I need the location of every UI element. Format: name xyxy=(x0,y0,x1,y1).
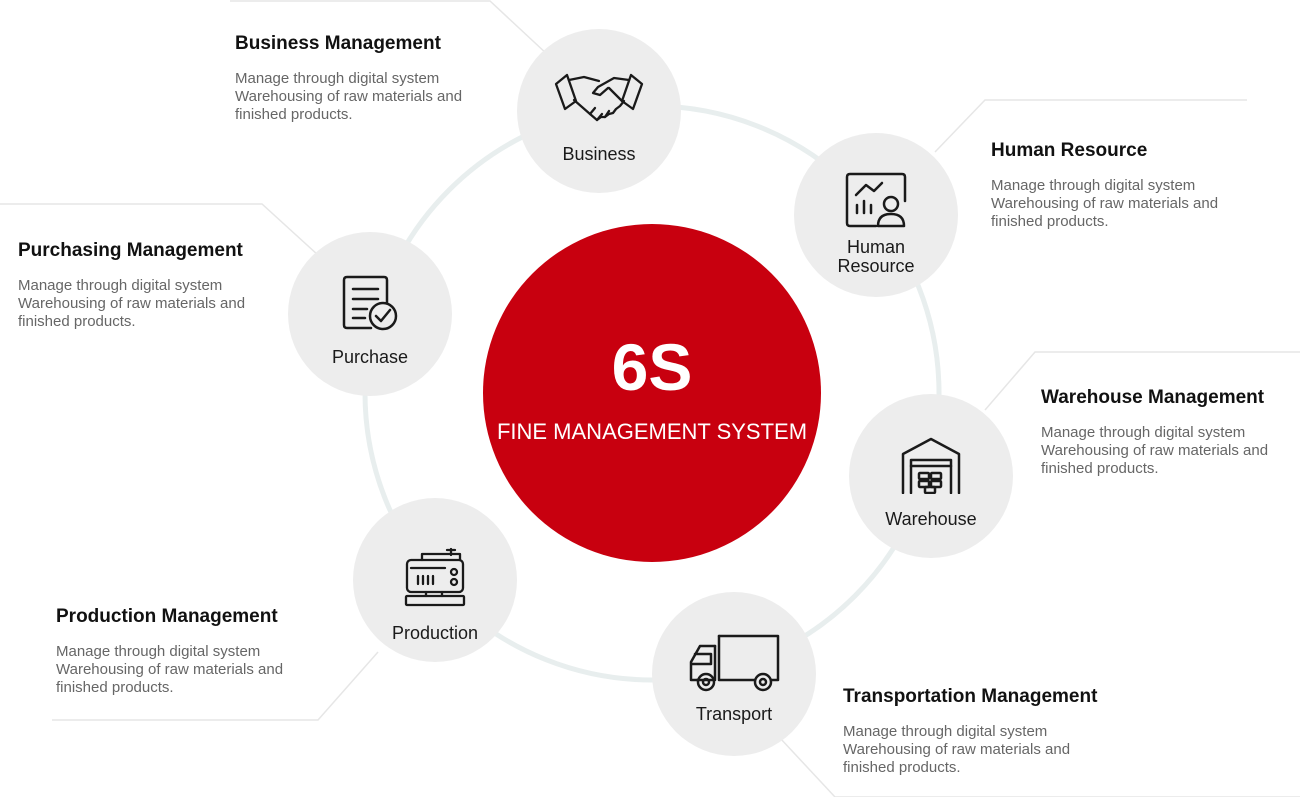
node-business[interactable]: Business xyxy=(517,29,681,193)
node-human-resource[interactable]: Human Resource xyxy=(794,133,958,297)
info-description: Manage through digital system Warehousin… xyxy=(235,70,462,124)
info-production: Production Management Manage through dig… xyxy=(56,606,283,697)
truck-icon xyxy=(687,632,781,697)
handshake-icon xyxy=(554,71,644,132)
info-line: Manage through digital system xyxy=(843,723,1048,740)
info-title: Purchasing Management xyxy=(18,240,243,261)
node-label: Purchase xyxy=(331,347,409,367)
info-title: Business Management xyxy=(235,33,441,54)
info-line: finished products. xyxy=(56,679,174,696)
center-circle: 6S FINE MANAGEMENT SYSTEM xyxy=(483,224,821,562)
info-line: Warehousing of raw materials and xyxy=(18,295,246,312)
info-warehouse: Warehouse Management Manage through digi… xyxy=(1041,387,1268,478)
info-line: Manage through digital system xyxy=(235,70,440,87)
node-label: Production xyxy=(391,623,479,643)
node-label: Business xyxy=(562,144,636,164)
connector-purchase xyxy=(0,203,319,256)
info-line: Warehousing of raw materials and xyxy=(843,741,1071,758)
connector-transport xyxy=(779,737,1300,797)
node-production[interactable]: Production xyxy=(353,498,517,662)
info-business: Business Management Manage through digit… xyxy=(235,33,462,124)
center-title: 6S xyxy=(611,330,693,404)
document-check-icon xyxy=(341,274,399,337)
info-title: Transportation Management xyxy=(843,686,1098,707)
info-line: Warehousing of raw materials and xyxy=(56,661,284,678)
info-description: Manage through digital system Warehousin… xyxy=(991,177,1218,231)
node-warehouse[interactable]: Warehouse xyxy=(849,394,1013,558)
info-title: Warehouse Management xyxy=(1041,387,1265,408)
node-transport[interactable]: Transport xyxy=(652,592,816,756)
connector-production xyxy=(52,651,379,721)
info-title: Production Management xyxy=(56,606,278,627)
info-human-resource: Human Resource Manage through digital sy… xyxy=(991,140,1218,231)
sewing-machine-icon xyxy=(404,546,466,613)
connector-business xyxy=(230,0,549,56)
node-label: Warehouse xyxy=(885,509,977,529)
info-line: Manage through digital system xyxy=(18,277,223,294)
center-subtitle: FINE MANAGEMENT SYSTEM xyxy=(496,419,808,444)
info-purchasing: Purchasing Management Manage through dig… xyxy=(18,240,245,331)
info-line: finished products. xyxy=(1041,460,1159,477)
info-description: Manage through digital system Warehousin… xyxy=(843,723,1097,777)
info-line: Manage through digital system xyxy=(56,643,261,660)
info-line: finished products. xyxy=(991,213,1109,230)
hr-dashboard-icon xyxy=(844,171,908,234)
info-line: Warehousing of raw materials and xyxy=(235,88,463,105)
info-description: Manage through digital system Warehousin… xyxy=(56,643,283,697)
info-line: finished products. xyxy=(235,106,353,123)
connector-human-resource xyxy=(934,99,1247,153)
info-title: Human Resource xyxy=(991,140,1148,161)
info-transportation: Transportation Management Manage through… xyxy=(843,686,1097,777)
node-purchase[interactable]: Purchase xyxy=(288,232,452,396)
info-line: finished products. xyxy=(18,313,136,330)
info-line: Manage through digital system xyxy=(1041,424,1246,441)
info-line: Warehousing of raw materials and xyxy=(991,195,1219,212)
info-description: Manage through digital system Warehousin… xyxy=(1041,424,1268,478)
warehouse-icon xyxy=(899,436,963,499)
node-label: Transport xyxy=(695,704,773,724)
info-line: Warehousing of raw materials and xyxy=(1041,442,1269,459)
node-label: Human Resource xyxy=(837,237,915,276)
info-line: Manage through digital system xyxy=(991,177,1196,194)
connector-warehouse xyxy=(984,351,1300,411)
info-description: Manage through digital system Warehousin… xyxy=(18,277,245,331)
info-line: finished products. xyxy=(843,759,961,776)
